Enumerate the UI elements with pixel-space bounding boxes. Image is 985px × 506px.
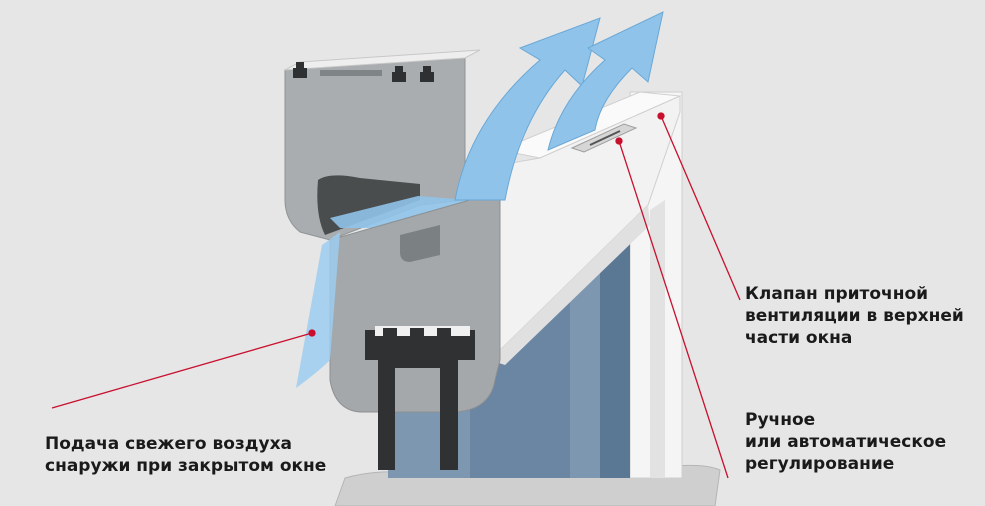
- regulation-label-line2: или автоматическое: [745, 431, 946, 453]
- valve-label: Клапан приточной вентиляции в верхней ча…: [745, 283, 964, 349]
- regulation-label-line1: Ручное: [745, 409, 946, 431]
- fresh-air-label-line1: Подача свежего воздуха: [45, 433, 326, 455]
- valve-label-line3: части окна: [745, 327, 964, 349]
- valve-label-line1: Клапан приточной: [745, 283, 964, 305]
- regulation-label-line3: регулирование: [745, 453, 946, 475]
- valve-label-line2: вентиляции в верхней: [745, 305, 964, 327]
- regulation-label: Ручное или автоматическое регулирование: [745, 409, 946, 475]
- fresh-air-label-line2: снаружи при закрытом окне: [45, 455, 326, 477]
- fresh-air-label: Подача свежего воздуха снаружи при закры…: [45, 433, 326, 477]
